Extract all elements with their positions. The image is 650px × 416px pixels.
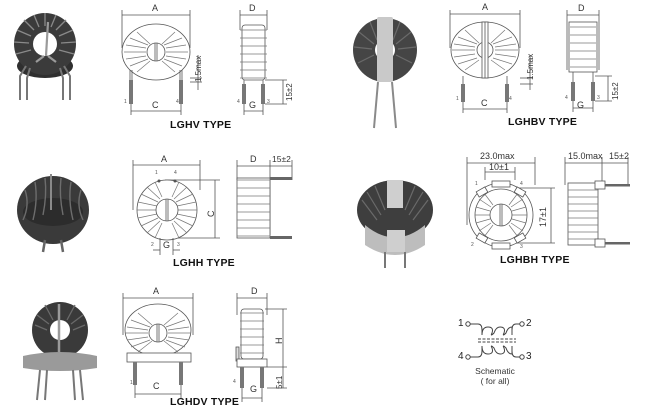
lghv-photo	[13, 13, 77, 100]
schematic-pin-3: 3	[526, 351, 532, 362]
schematic-pin-1: 1	[458, 318, 464, 329]
lghbv-dim-lead-len: 15±2	[611, 82, 620, 100]
lghv-dim-a: A	[152, 3, 159, 13]
lghbh-dim-width: 23.0max	[480, 151, 515, 161]
lghv-pin-1: 1	[124, 99, 127, 105]
schematic-caption-line1: Schematic	[475, 366, 515, 376]
lghdv-pin-4-side: 4	[233, 379, 236, 385]
lghv-dim-lead-len: 15±2	[285, 83, 294, 101]
lghbv-dim-a: A	[482, 2, 489, 12]
lghbv-dim-c: C	[481, 98, 488, 108]
lghbv-front-view	[449, 10, 533, 113]
lghh-side-view	[236, 160, 293, 239]
lghdv-panel: A 1 C D H 5±1 4 G LGHDV TYPE	[0, 280, 310, 416]
lghbh-dim-height: 17±1	[538, 207, 548, 227]
lghbv-dim-lead-gap: 1.5max	[526, 53, 535, 80]
lghh-dim-lead-len: 15±2	[272, 154, 291, 164]
lghh-pin-4: 4	[174, 170, 177, 176]
lghh-dim-a: A	[161, 154, 168, 164]
lghbh-dim-pitch: 10±1	[489, 162, 509, 172]
lghdv-photo	[23, 302, 97, 401]
lghbv-panel: A 1.5max 1 4 C D 15±2 4 3 G LGHBV TYPE	[325, 0, 650, 140]
lghbh-pin-2: 2	[471, 242, 474, 248]
lghh-dim-d: D	[250, 154, 257, 164]
lghh-front-view	[132, 160, 220, 255]
lghdv-side-view	[235, 293, 287, 402]
lghbv-pin-4-side: 4	[565, 95, 568, 101]
lghbv-dim-g: G	[577, 100, 585, 110]
lghh-pin-3: 3	[177, 242, 180, 248]
lghbv-pin-3-side: 3	[597, 95, 600, 101]
lghbh-pin-4: 4	[520, 181, 523, 187]
lghdv-dim-c: C	[153, 381, 160, 391]
lghdv-dim-d: D	[251, 286, 258, 296]
lghbh-type-label: LGHBH TYPE	[500, 254, 570, 266]
lghv-pin-4-side: 4	[237, 99, 240, 105]
lghbv-pin-4: 4	[509, 96, 512, 102]
lghv-type-label: LGHV TYPE	[170, 119, 232, 131]
schematic-pin-2: 2	[526, 318, 532, 329]
lghbh-side-view	[564, 157, 630, 248]
lghdv-pin-1: 1	[130, 380, 133, 386]
lghv-side-view	[239, 10, 287, 115]
schematic-panel: 1 2 4 3 Schematic ( for all)	[420, 300, 570, 410]
lghbv-photo	[353, 17, 417, 129]
lghdv-dim-a: A	[153, 286, 160, 296]
schematic-symbol	[465, 321, 525, 360]
lghh-pin-2: 2	[151, 242, 154, 248]
lghh-type-label: LGHH TYPE	[173, 257, 235, 269]
lghh-panel: A 1 4 C 2 G 3 D 15±2 LGHH TYPE	[0, 140, 310, 280]
lghv-front-view	[121, 10, 202, 115]
lghbv-dim-d: D	[578, 3, 585, 13]
lghbh-pin-3: 3	[520, 244, 523, 250]
lghbh-pin-1: 1	[475, 181, 478, 187]
schematic-caption-line2: ( for all)	[480, 375, 510, 386]
lghv-dim-c: C	[152, 100, 159, 110]
schematic-pin-4: 4	[458, 351, 464, 362]
lghdv-type-label: LGHDV TYPE	[170, 396, 240, 408]
lghv-pin-4: 4	[176, 99, 179, 105]
lghh-pin-1: 1	[155, 170, 158, 176]
lghbh-photo	[357, 180, 433, 268]
lghv-dim-d: D	[249, 3, 256, 13]
lghbv-pin-1: 1	[456, 96, 459, 102]
lghh-dim-g: G	[163, 240, 171, 250]
lghbv-side-view	[566, 10, 612, 112]
schematic-caption: Schematic ( for all)	[465, 366, 525, 387]
lghh-photo	[17, 174, 89, 253]
lghbh-front-view	[466, 157, 555, 250]
lghdv-dim-h: H	[274, 337, 284, 345]
lghdv-dim-lead-len: 5±1	[275, 375, 284, 389]
lghh-dim-c: C	[206, 210, 216, 218]
lghv-panel: A 1.5max 1 4 C D 15±2 4 3 G LGHV TYPE	[0, 0, 310, 140]
lghbh-dim-lead-len: 15±2	[609, 151, 629, 161]
lghdv-dim-g: G	[250, 384, 258, 394]
lghbh-dim-depth: 15.0max	[568, 151, 603, 161]
lghbh-panel: 23.0max 10±1 1 4 17±1 2 3 15.0max 15±2 L…	[325, 140, 650, 280]
lghdv-front-view	[122, 293, 194, 398]
lghv-dim-g: G	[249, 100, 257, 110]
lghbv-type-label: LGHBV TYPE	[508, 116, 578, 128]
lghv-dim-lead-gap: 1.5max	[194, 55, 203, 82]
lghv-pin-3-side: 3	[267, 99, 270, 105]
